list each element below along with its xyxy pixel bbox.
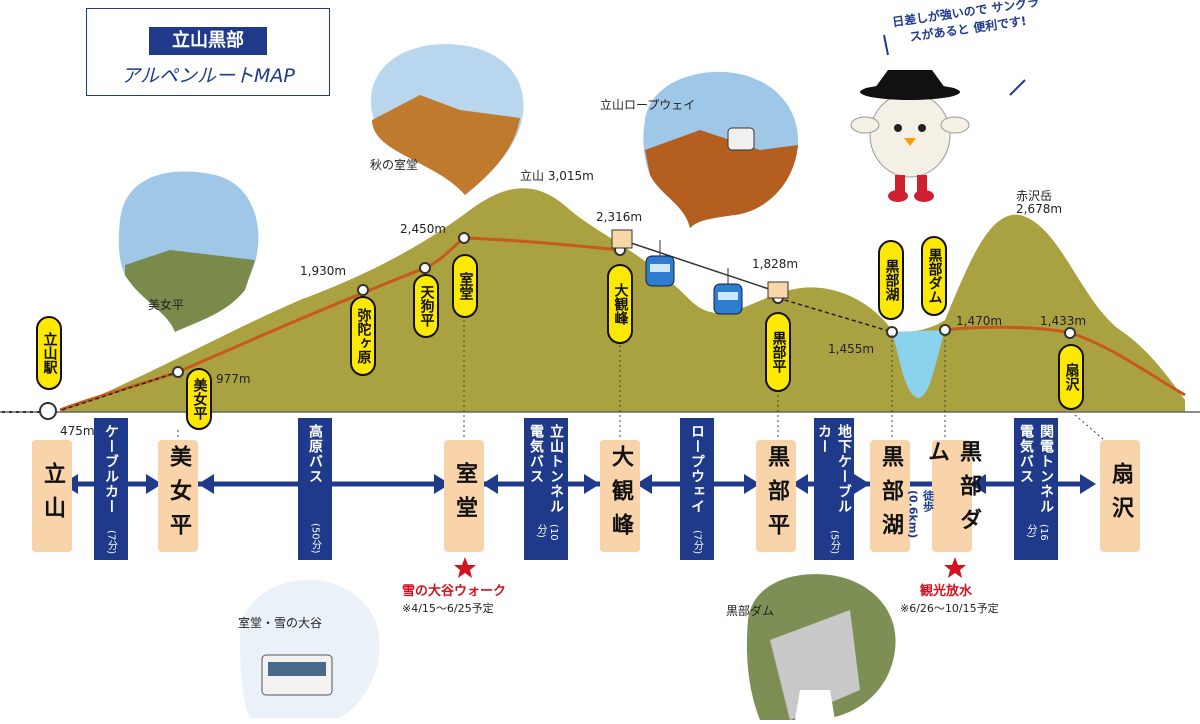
altitude-murodo: 2,450m (400, 222, 447, 236)
altitude-midagahara: 1,930m (300, 264, 347, 278)
event-discharge-date: ※6/26〜10/15予定 (900, 602, 999, 615)
transport-ropeway: ロープウェイ (7分) (680, 418, 714, 560)
event-snow-walk: 雪の大谷ウォーク (402, 584, 507, 599)
photo-ropeway (643, 71, 799, 229)
transport-tunnel-bus: 立山トンネル電気バス (10分) (524, 418, 568, 560)
altitude-kurobe-dam: 1,470m (956, 314, 1003, 328)
photo-caption-aki-murodo: 秋の室堂 (370, 158, 419, 172)
station-tateyama[interactable]: 立山 (32, 440, 72, 552)
spot-murodo: 室堂 (452, 254, 478, 318)
photo-aki-murodo (370, 44, 524, 195)
cable-track (61, 371, 179, 411)
map-subtitle: アルペンルートMAP (121, 65, 295, 87)
photo-caption-yuki-otani: 室堂・雪の大谷 (238, 616, 323, 630)
altitude-daikanbo: 2,316m (596, 210, 643, 224)
marker-bijodaira (172, 366, 184, 378)
spot-kurobe-dam: 黒部ダム (921, 236, 947, 316)
altitude-tateyama-peak: 立山 3,015m (520, 169, 594, 183)
ropeway-tower-bottom (767, 281, 789, 299)
station-ogizawa[interactable]: 扇沢 (1100, 440, 1140, 552)
gondola-1 (645, 240, 675, 287)
mascot-character (850, 70, 970, 202)
lake (892, 330, 945, 398)
station-bijodaira[interactable]: 美女平 (158, 440, 198, 552)
map-title-box: 立山黒部 アルペンルートMAP (86, 8, 330, 96)
station-murodo[interactable]: 室堂 (444, 440, 484, 552)
marker-tengudaira (419, 262, 431, 274)
spot-kurobedaira: 黒部平 (765, 312, 791, 392)
photo-caption-ropeway: 立山ロープウェイ (600, 98, 696, 112)
altitude-tateyama: 475m (60, 424, 95, 438)
transport-underground-cable: 地下ケーブルカー (5分) (814, 418, 854, 560)
spot-tateyama-station: 立山駅 (36, 316, 62, 390)
photo-yuki-otani (239, 579, 380, 718)
underground-cable (777, 297, 893, 333)
station-kurobe-dam[interactable]: 黒部ダム (924, 440, 981, 552)
event-discharge: 観光放水 (920, 584, 973, 599)
spot-ogizawa: 扇沢 (1058, 344, 1084, 410)
gondola-2 (713, 268, 743, 315)
transport-kogen-bus: 高原バス (50分) (298, 418, 332, 560)
altitude-ogizawa: 1,433m (1040, 314, 1087, 328)
photo-bijodaira (118, 171, 259, 332)
station-daikanbo[interactable]: 大観峰 (600, 440, 640, 552)
transport-walk: 徒歩(0.6km) (906, 490, 935, 539)
spot-bijodaira: 美女平 (186, 368, 212, 430)
photo-caption-bijodaira: 美女平 (148, 298, 185, 312)
altitude-kurobedaira: 1,828m (752, 257, 799, 271)
station-kurobedaira[interactable]: 黒部平 (756, 440, 796, 552)
altitude-akazawa-name: 赤沢岳 (1016, 189, 1053, 203)
map-title: 立山黒部 (149, 27, 267, 55)
spot-midagahara: 弥陀ヶ原 (350, 296, 376, 376)
spot-daikanbo: 大観峰 (607, 264, 633, 344)
photo-caption-kurobe-dam: 黒部ダム (726, 604, 775, 618)
star-snow-walk (454, 557, 476, 578)
marker-kurobe-dam (939, 324, 951, 336)
ropeway-tower-top (611, 229, 633, 249)
marker-akazawa (1064, 327, 1076, 339)
transport-cable-car: ケーブルカー (7分) (94, 418, 128, 560)
ropeway-cable (621, 239, 779, 293)
spot-tengudaira: 天狗平 (413, 274, 439, 338)
star-discharge (944, 557, 966, 578)
altitude-kurobeko: 1,455m (828, 342, 875, 356)
marker-tateyama (39, 402, 57, 420)
altitude-bijodaira: 977m (216, 372, 251, 386)
altitude-akazawa: 2,678m (1016, 202, 1063, 216)
transport-kanden-bus: 関電トンネル電気バス (16分) (1014, 418, 1058, 560)
station-kurobeko[interactable]: 黒部湖 (870, 440, 910, 552)
marker-murodo (458, 232, 470, 244)
marker-midagahara (357, 284, 369, 296)
spot-kurobeko: 黒部湖 (878, 240, 904, 320)
event-snow-walk-date: ※4/15〜6/25予定 (402, 602, 494, 615)
photo-kurobe-dam (746, 574, 896, 720)
